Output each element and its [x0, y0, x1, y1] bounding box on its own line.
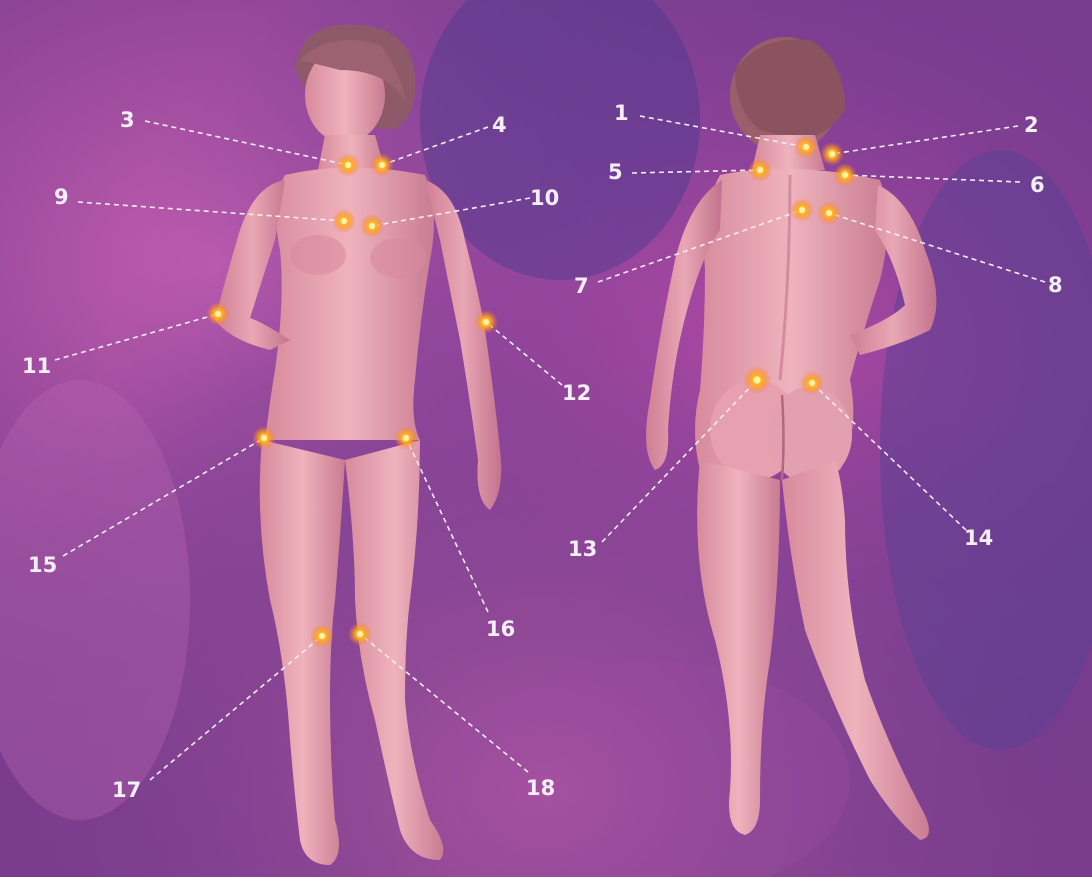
label-9: 9 — [54, 185, 69, 209]
label-4: 4 — [492, 113, 507, 137]
spot-17 — [310, 624, 334, 648]
label-11: 11 — [22, 354, 51, 378]
spot-13 — [743, 366, 771, 394]
spot-5 — [748, 158, 772, 182]
spot-8 — [817, 201, 841, 225]
spot-7 — [790, 198, 814, 222]
label-2: 2 — [1024, 113, 1039, 137]
label-15: 15 — [28, 553, 57, 577]
spot-16 — [394, 426, 418, 450]
spot-9 — [332, 209, 356, 233]
label-16: 16 — [486, 617, 515, 641]
label-13: 13 — [568, 537, 597, 561]
spot-18 — [348, 622, 372, 646]
spot-3 — [336, 153, 360, 177]
label-6: 6 — [1030, 173, 1045, 197]
spot-2 — [820, 142, 844, 166]
spot-12 — [474, 310, 498, 334]
label-7: 7 — [574, 274, 589, 298]
spot-11 — [206, 302, 230, 326]
label-3: 3 — [120, 108, 135, 132]
label-10: 10 — [530, 186, 559, 210]
label-5: 5 — [608, 160, 623, 184]
spot-4 — [370, 153, 394, 177]
label-14: 14 — [964, 526, 993, 550]
label-18: 18 — [526, 776, 555, 800]
label-17: 17 — [112, 778, 141, 802]
spot-10 — [360, 214, 384, 238]
spot-15 — [252, 426, 276, 450]
spot-1 — [794, 135, 818, 159]
label-8: 8 — [1048, 273, 1063, 297]
label-12: 12 — [562, 381, 591, 405]
spot-6 — [833, 163, 857, 187]
label-1: 1 — [614, 101, 629, 125]
spot-14 — [800, 371, 824, 395]
